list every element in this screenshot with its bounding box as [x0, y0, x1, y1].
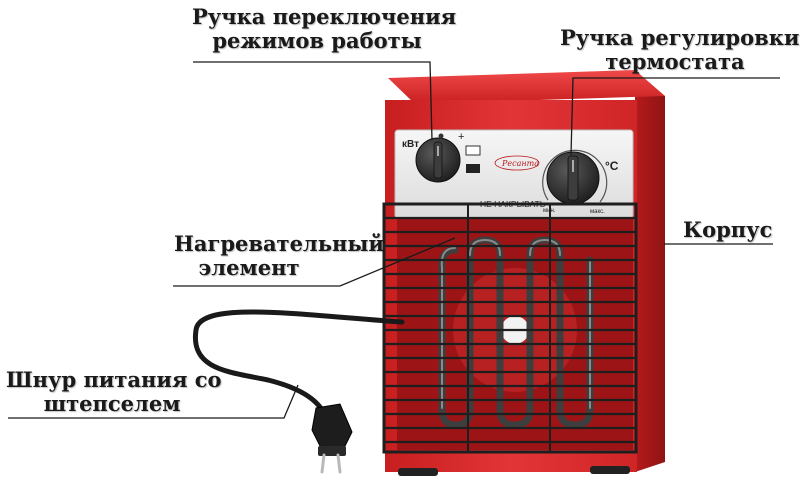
- power-unit-label: кВт: [402, 139, 419, 150]
- mode-indicator: +: [458, 131, 464, 143]
- power-cord-leader: [8, 384, 299, 419]
- power-plug: [311, 403, 353, 474]
- heating-element-callout-line1: Нагревательный: [174, 231, 384, 256]
- mode-indicator: [466, 164, 480, 173]
- brand-logo: Ресанта: [501, 159, 539, 168]
- thermostat-knob-leader: [570, 77, 780, 156]
- mode-knob[interactable]: [415, 137, 461, 183]
- mode-knob-leader: [193, 61, 433, 141]
- brand-logo-frame: [494, 155, 540, 171]
- mode-knob-callout: Ручка переключения режимов работы: [192, 4, 457, 53]
- heating-element-callout: Нагревательный элемент: [173, 232, 385, 280]
- heating-element-highlight: [440, 238, 591, 409]
- thermostat-knob-callout-line1: Ручка регулировки: [560, 25, 800, 50]
- mode-knob-callout-line1: Ручка переключения: [192, 4, 457, 29]
- thermostat-scale: [542, 149, 608, 203]
- mode-knob-callout-line2: режимов работы: [212, 28, 422, 53]
- housing-side: [635, 78, 665, 472]
- protective-grille: [382, 202, 638, 454]
- housing-foot: [590, 466, 630, 474]
- heating-element: [438, 236, 594, 429]
- mode-indicator: [438, 133, 444, 139]
- thermostat-knob-callout: Ручка регулировки термостата: [560, 25, 800, 74]
- thermostat-knob[interactable]: [546, 151, 600, 205]
- housing-top: [388, 70, 665, 104]
- mode-indicator: [465, 145, 481, 156]
- power-cord: [192, 309, 405, 421]
- heating-element-leader: [173, 237, 456, 287]
- grille-frame: [382, 202, 638, 454]
- heating-element-callout-line2: элемент: [198, 255, 300, 280]
- housing-callout-text: Корпус: [683, 217, 773, 242]
- thermostat-knob-callout-line2: термостата: [605, 49, 745, 74]
- power-cord-callout-line1: Шнур питания со: [6, 367, 222, 392]
- power-cord-callout-line2: штепселем: [43, 391, 181, 416]
- housing-callout: Корпус: [683, 218, 772, 242]
- temp-unit-label: °C: [605, 159, 619, 173]
- housing-foot: [398, 468, 438, 476]
- max-label: макс.: [590, 209, 605, 215]
- power-cord-callout: Шнур питания со штепселем: [6, 367, 222, 416]
